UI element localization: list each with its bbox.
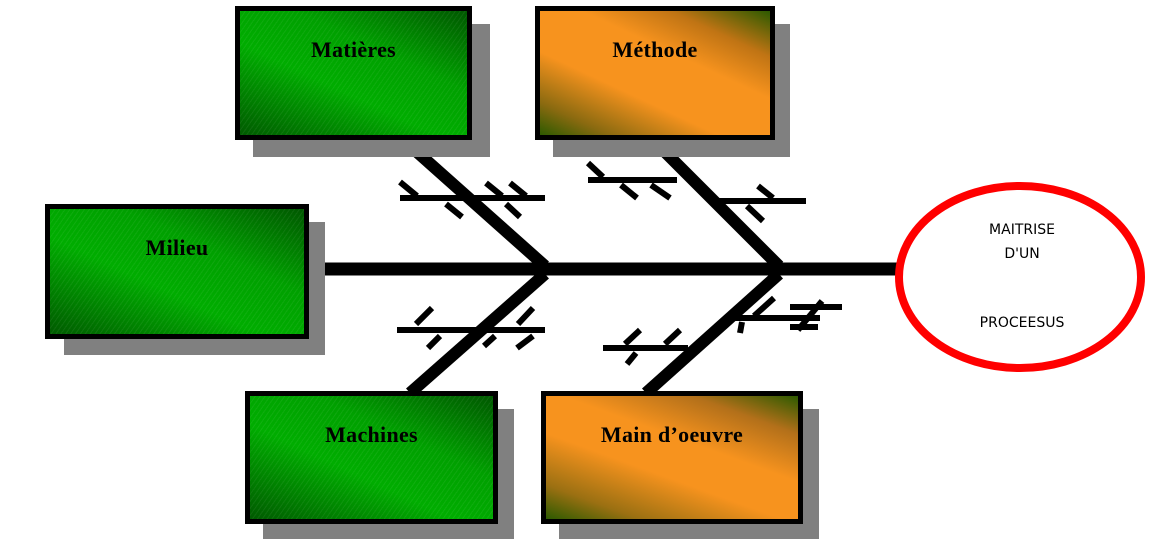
bone-main-doeuvre (641, 269, 784, 398)
cause-label-machines: Machines (325, 422, 418, 447)
tick (662, 327, 683, 347)
tick (756, 183, 775, 201)
effect-line-1: MAITRISE (989, 222, 1055, 238)
cause-box-matieres[interactable]: Matières (235, 6, 472, 140)
cause-label-methode: Méthode (612, 37, 698, 62)
tick (515, 305, 536, 327)
cause-box-machines[interactable]: Machines (245, 391, 498, 524)
cause-box-methode[interactable]: Méthode (535, 6, 775, 140)
tick (744, 203, 766, 224)
cause-label-main-doeuvre: Main d’oeuvre (600, 422, 744, 447)
tick (515, 333, 535, 351)
effect-ellipse (895, 182, 1145, 372)
tick (619, 182, 639, 201)
cause-box-milieu[interactable]: Milieu (45, 204, 309, 339)
tick (484, 180, 504, 199)
cause-label-matieres: Matières (310, 37, 397, 62)
bone-methode (660, 147, 784, 271)
effect-line-2: D'UN (1004, 246, 1040, 262)
tick (444, 201, 464, 220)
cause-box-main-doeuvre[interactable]: Main d’oeuvre (541, 391, 803, 524)
cause-label-milieu: Milieu (145, 235, 209, 260)
tick (751, 295, 777, 319)
tick (425, 333, 443, 351)
tick (622, 327, 643, 347)
effect-line-3: PROCEESUS (979, 315, 1065, 331)
tick (508, 180, 528, 199)
tick (413, 305, 435, 327)
tick (649, 182, 672, 201)
tick (624, 351, 639, 366)
tick (737, 321, 745, 334)
bone-machines (406, 269, 549, 398)
tick (795, 299, 825, 332)
tick (503, 201, 523, 220)
tick (398, 179, 419, 199)
tick (585, 160, 606, 180)
tick (481, 333, 498, 349)
bone-matieres (413, 147, 549, 271)
